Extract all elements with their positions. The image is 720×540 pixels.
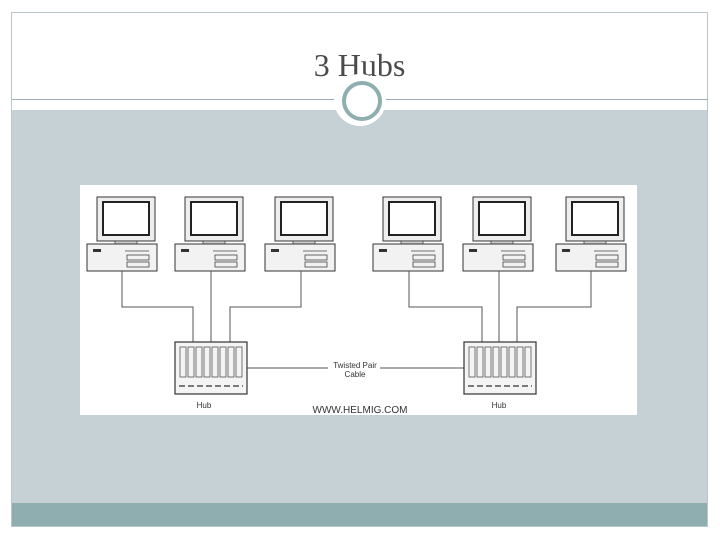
computer-icon xyxy=(462,196,534,272)
credit-text: WWW.HELMIG.COM xyxy=(313,405,408,415)
hubs-group xyxy=(174,341,537,395)
hub-left-label: Hub xyxy=(197,401,212,410)
hub-right-label: Hub xyxy=(492,401,507,410)
computer-icon xyxy=(264,196,336,272)
computers-group xyxy=(86,196,627,272)
network-diagram-svg: Hub Hub Twisted Pair Cable WWW.HELMIG.CO… xyxy=(86,196,627,415)
cable-line xyxy=(229,271,302,342)
computer-icon xyxy=(86,196,158,272)
computer-icon xyxy=(174,196,246,272)
cable-line xyxy=(516,271,592,342)
cable-line xyxy=(408,271,483,342)
title-divider-right xyxy=(386,99,708,100)
ring-ornament-icon xyxy=(342,81,382,121)
footer-band xyxy=(12,503,707,526)
cable-label-line1: Twisted Pair xyxy=(333,361,377,370)
computer-icon xyxy=(372,196,444,272)
network-diagram: Hub Hub Twisted Pair Cable WWW.HELMIG.CO… xyxy=(80,185,637,415)
wires-group xyxy=(121,271,592,369)
hub-icon xyxy=(463,341,537,395)
computer-icon xyxy=(555,196,627,272)
hub-icon xyxy=(174,341,248,395)
cable-label-line2: Cable xyxy=(345,370,366,379)
title-divider-left xyxy=(12,99,334,100)
cable-line xyxy=(121,271,194,342)
